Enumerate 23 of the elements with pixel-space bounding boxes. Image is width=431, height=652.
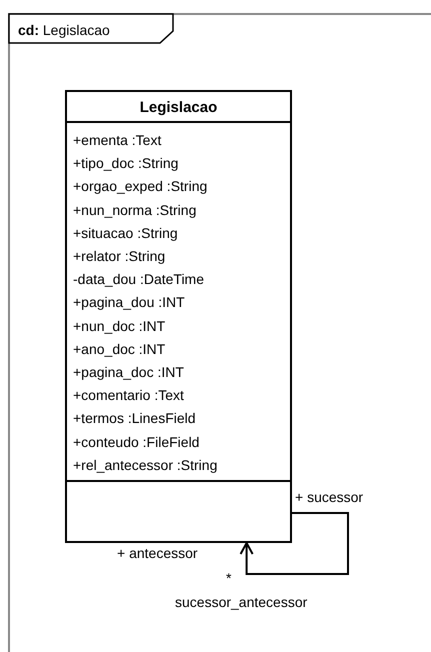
attribute: +situacao :String (73, 224, 178, 241)
attribute: +tipo_doc :String (73, 155, 178, 172)
attribute: +ementa :Text (73, 132, 162, 148)
attribute: +nun_doc :INT (73, 318, 166, 334)
attribute: +rel_antecessor :String (73, 456, 218, 473)
class-name: Legislacao (138, 99, 218, 116)
attribute: -data_dou :DateTime (73, 271, 204, 288)
attribute: +nun_norma :String (73, 202, 196, 218)
role-label: + antecessor (117, 545, 198, 561)
attribute: +relator :String (73, 248, 166, 264)
attribute: +ano_doc :INT (73, 340, 166, 357)
attribute: +comentario :Text (73, 387, 184, 404)
association-line (240, 512, 349, 575)
role-label: + sucessor (295, 489, 364, 505)
frame-title: cd: Legislacao (18, 22, 110, 38)
attribute: +conteudo :FileField (73, 434, 200, 450)
attribute: +pagina_dou :INT (73, 294, 185, 310)
diagram-frame (8, 13, 431, 652)
role-label: * (226, 570, 232, 586)
attribute: +orgao_exped :String (73, 178, 208, 194)
class-box (65, 90, 292, 543)
attribute: +pagina_doc :INT (73, 364, 184, 380)
attribute: +termos :LinesField (73, 410, 196, 426)
